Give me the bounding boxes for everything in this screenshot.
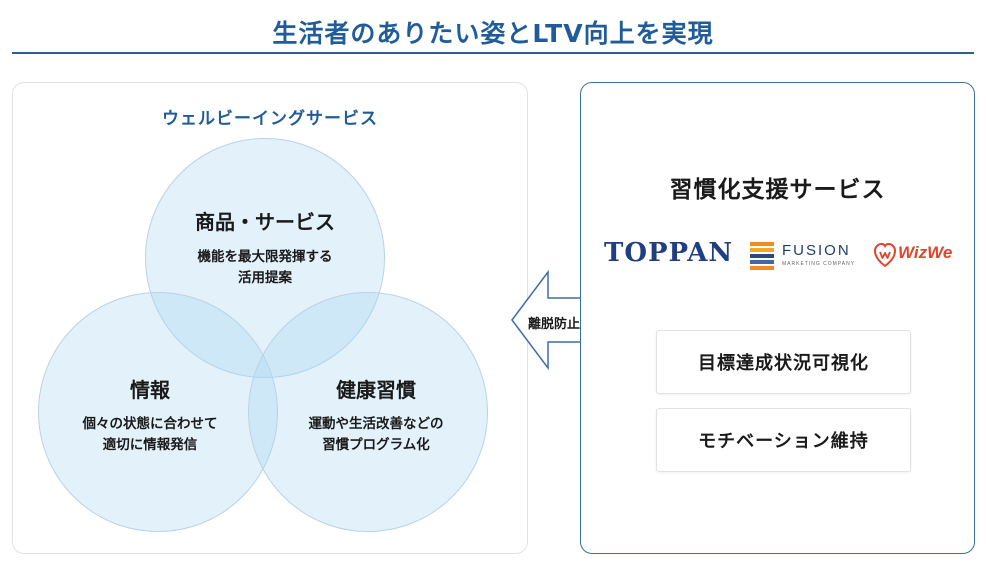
wizwe-logo: WizWe [874, 240, 964, 270]
circle-products-services-desc-1: 機能を最大限発揮する [197, 249, 333, 265]
circle-health-habits-title: 健康習慣 [336, 378, 416, 402]
habit-title: 習慣化支援サービス [669, 177, 886, 203]
habit-panel [580, 82, 975, 554]
circle-products-services-title: 商品・サービス [195, 210, 335, 234]
fusion-logo-subtext: MARKETING COMPANY [782, 261, 856, 267]
circle-products-services-desc-2: 活用提案 [238, 270, 292, 286]
page-title: 生活者のありたい姿とLTV向上を実現 [272, 19, 714, 48]
wizwe-logo-text: WizWe [898, 243, 953, 262]
circle-health-habits-desc-1: 運動や生活改善などの [308, 416, 444, 432]
circle-information-desc-1: 個々の状態に合わせて [82, 416, 218, 432]
wizwe-mark-icon [874, 242, 896, 268]
wellbeing-title: ウェルビーイングサービス [162, 109, 378, 129]
toppan-logo: TOPPAN [604, 238, 734, 268]
circle-information-title: 情報 [130, 378, 170, 402]
arrow-label: 離脱防止 [528, 317, 581, 332]
circle-health-habits [248, 292, 488, 532]
circle-health-habits-desc-2: 習慣プログラム化 [322, 437, 430, 453]
fusion-mark-icon [750, 242, 774, 270]
fusion-logo-text: FUSION [782, 242, 851, 259]
circle-information-desc-2: 適切に情報発信 [102, 437, 198, 453]
title-divider [12, 52, 974, 54]
circle-information [38, 292, 278, 532]
feature-motivation-maintenance: モチベーション維持 [656, 408, 911, 472]
feature-goal-visualization: 目標達成状況可視化 [656, 330, 911, 394]
fusion-logo: FUSION MARKETING COMPANY [750, 240, 860, 274]
